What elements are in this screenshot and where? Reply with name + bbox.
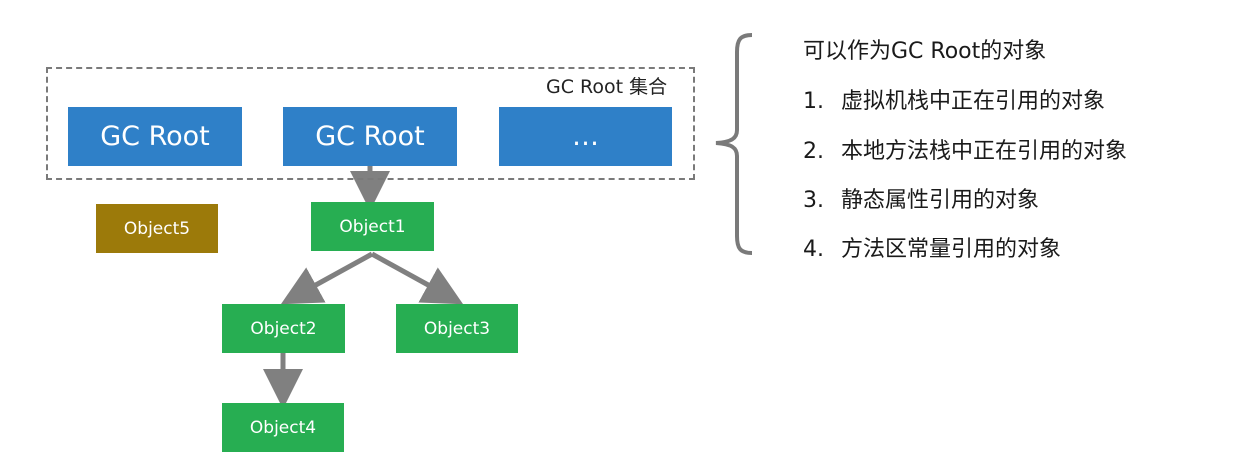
gc-root-box-2: GC Root bbox=[283, 107, 457, 166]
notes-title: 可以作为GC Root的对象 bbox=[803, 39, 1047, 64]
note-text: 虚拟机栈中正在引用的对象 bbox=[841, 89, 1106, 114]
note-item-1: 1. 虚拟机栈中正在引用的对象 bbox=[803, 83, 1105, 115]
note-text: 方法区常量引用的对象 bbox=[841, 237, 1062, 262]
note-text: 静态属性引用的对象 bbox=[841, 188, 1040, 213]
object3-box: Object3 bbox=[396, 304, 518, 353]
curly-brace bbox=[715, 33, 753, 255]
gc-root-set-container bbox=[46, 67, 695, 180]
object2-box: Object2 bbox=[222, 304, 345, 353]
note-number: 2. bbox=[803, 139, 824, 164]
gc-root-box-more: … bbox=[499, 107, 672, 166]
note-number: 3. bbox=[803, 188, 824, 213]
note-item-3: 3. 静态属性引用的对象 bbox=[803, 182, 1039, 214]
arrow-object1-to-object3 bbox=[370, 251, 464, 305]
gc-root-box-1: GC Root bbox=[68, 107, 242, 166]
object4-box: Object4 bbox=[222, 403, 344, 452]
gc-root-set-label: GC Root 集合 bbox=[546, 76, 668, 98]
object5-box: Object5 bbox=[96, 204, 218, 253]
arrow-object1-to-object2 bbox=[280, 251, 374, 305]
note-item-4: 4. 方法区常量引用的对象 bbox=[803, 231, 1061, 263]
note-item-2: 2. 本地方法栈中正在引用的对象 bbox=[803, 133, 1127, 165]
note-number: 4. bbox=[803, 237, 824, 262]
object1-box: Object1 bbox=[311, 202, 434, 251]
note-text: 本地方法栈中正在引用的对象 bbox=[841, 139, 1128, 164]
note-number: 1. bbox=[803, 89, 824, 114]
